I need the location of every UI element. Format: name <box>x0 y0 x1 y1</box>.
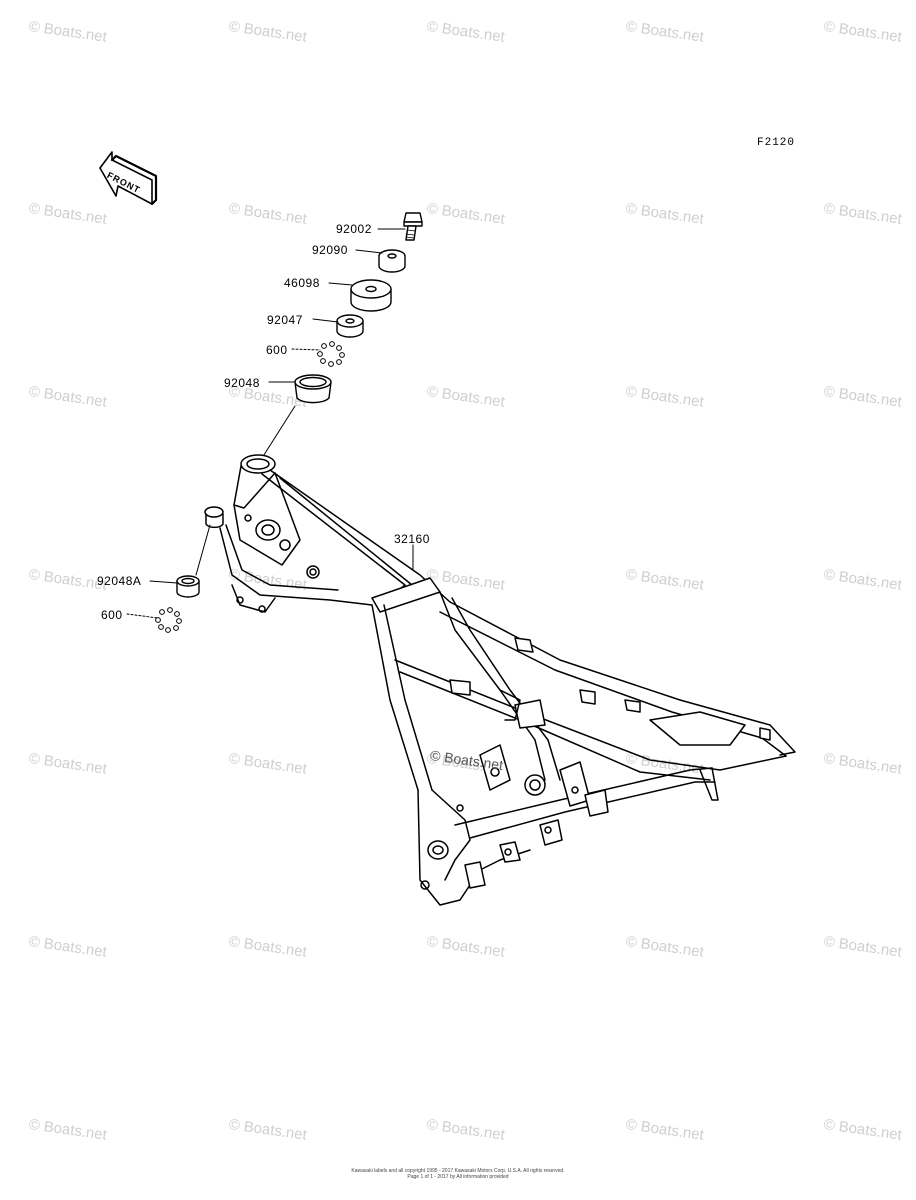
part-label-92002[interactable]: 92002 <box>336 222 372 236</box>
figure-code: F2120 <box>757 137 796 149</box>
copyright-line-2: Page 1 of 1 - 2017 by All information pr… <box>407 1174 509 1180</box>
part-label-92048A[interactable]: 92048A <box>97 574 142 588</box>
frame-32160-drawing <box>204 454 796 906</box>
part-label-46098[interactable]: 46098 <box>284 276 320 290</box>
ball-bearings-600-upper-icon <box>317 341 345 367</box>
part-label-600-lower[interactable]: 600 <box>101 608 123 622</box>
part-label-32160[interactable]: 32160 <box>394 532 430 546</box>
leader-lines <box>126 228 414 619</box>
damper-92047-icon <box>336 314 364 338</box>
ball-bearings-600-lower-icon <box>155 607 182 633</box>
race-92048-icon <box>294 374 332 404</box>
race-92048A-icon <box>176 575 200 598</box>
collar-92090-icon <box>378 249 406 273</box>
part-label-92090[interactable]: 92090 <box>312 243 348 257</box>
part-label-600-upper[interactable]: 600 <box>266 343 288 357</box>
damper-46098-icon <box>350 279 392 312</box>
part-label-92048[interactable]: 92048 <box>224 376 260 390</box>
front-arrow-icon <box>99 151 158 206</box>
bolt-92002-icon <box>403 212 423 241</box>
part-label-92047[interactable]: 92047 <box>267 313 303 327</box>
copyright-notice: Kawasaki labels and all copyright 1995 -… <box>0 1168 916 1180</box>
copyright-line-1: Kawasaki labels and all copyright 1995 -… <box>351 1168 565 1174</box>
